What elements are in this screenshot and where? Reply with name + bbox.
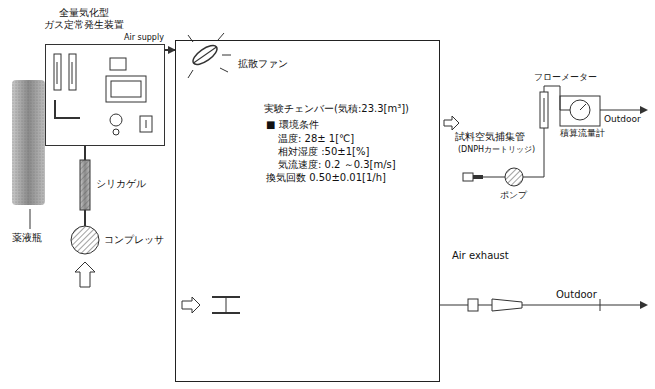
condition-text: 換気回数 0.50±0.01[1/h] [266,172,386,184]
condition-text: 相対湿度 :50±1[%] [278,146,369,158]
supply-pipe [165,49,175,51]
device-title: 全量気化型 ガス定常発生装置 [28,7,140,31]
chamber-title: 実験チェンバー(気積:23.3[m³]) [264,103,409,115]
condition-heading: ■ 環境条件 [266,119,319,131]
compressor-label: コンプレッサ [104,234,164,246]
silica-label: シリカゲル [96,178,146,190]
sampler-label: 試料空気捕集管 [455,131,525,143]
pump-label: ポンプ [500,190,527,201]
flow-totalizer-label: 積算流量計 [560,128,605,139]
edge-label: Air supply [124,33,164,43]
fan-label: 拡散ファン [238,58,288,70]
generator-box: 全量気化型 ガス定常発生装置 [45,44,165,146]
condition-text: 温度: 28± 1[℃] [278,133,354,145]
flowmeter-label: フローメーター [534,72,597,83]
exhaust-label: Air exhaust [452,250,509,262]
outdoor-label: Outdoor [556,289,597,301]
chamber-box: 実験チェンバー(気積:23.3[m³]) ■ 環境条件温度: 28± 1[℃]相対… [175,40,440,382]
condition-text: 気流速度: 0.2 ～0.3[m/s] [278,159,396,171]
bottle-label: 薬液瓶 [12,232,42,244]
sampler-label: (DNPHカートリッジ) [458,145,535,155]
outdoor-label: Outdoor [604,114,641,125]
